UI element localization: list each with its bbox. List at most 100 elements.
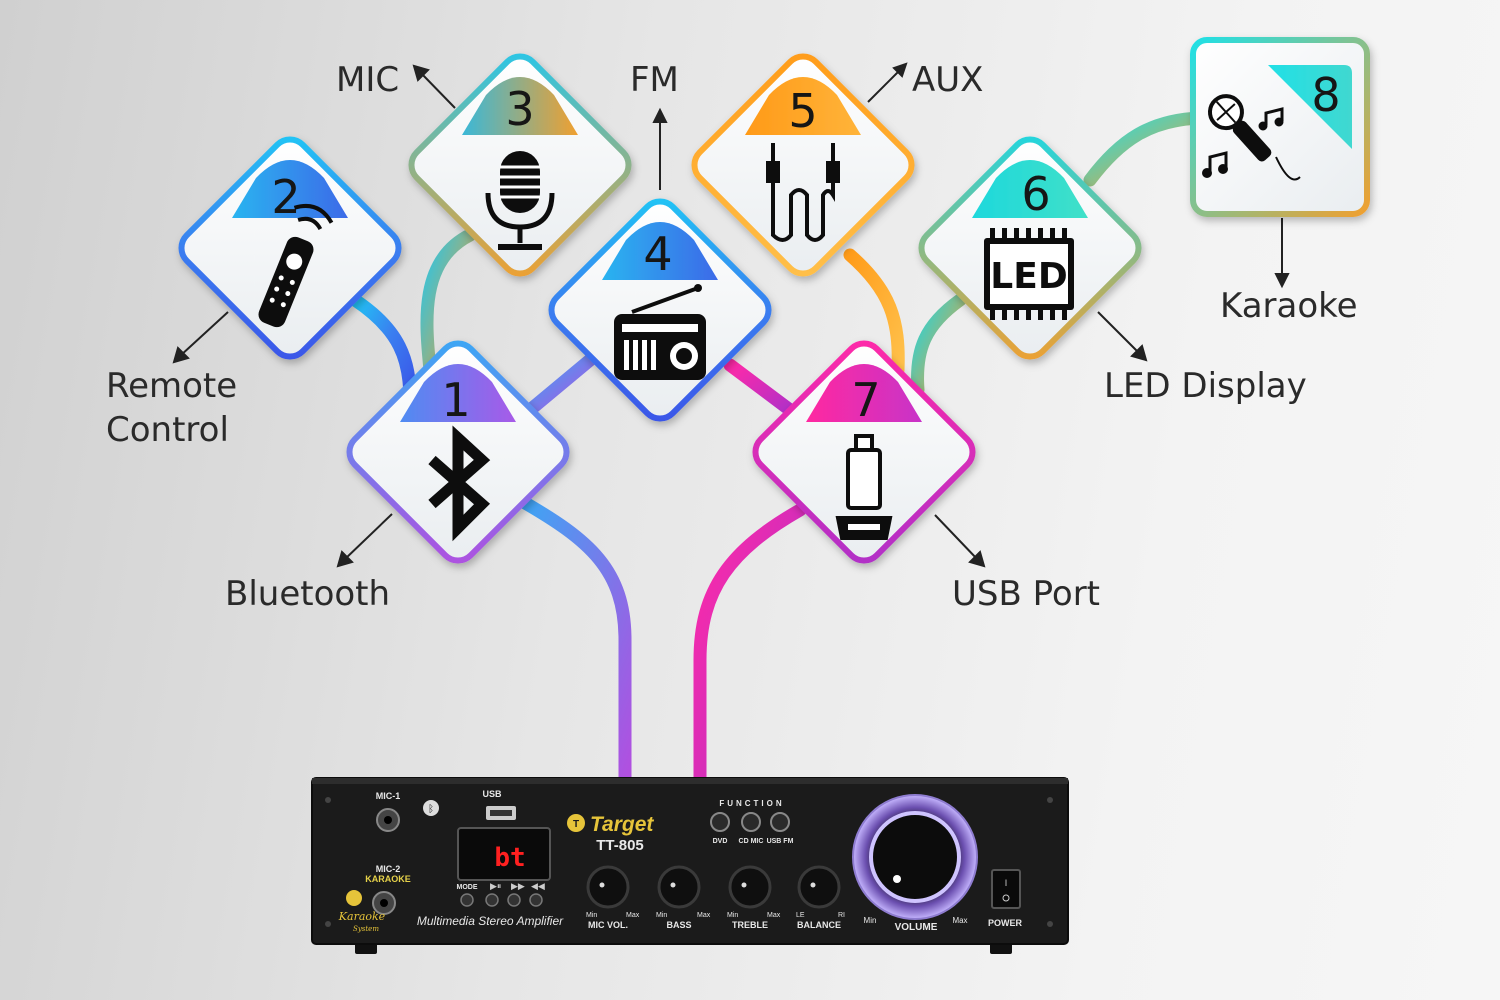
amplifier: MIC-1 MIC-2 KARAOKE Karaoke System ᛒ USB…	[311, 777, 1069, 954]
tile-7-number: 7	[851, 373, 880, 427]
volume-label: VOLUME	[895, 922, 938, 933]
arrowhead-karaoke	[1274, 273, 1290, 289]
feature-tile-3: 3	[408, 53, 632, 277]
mic2-jack-hole	[380, 899, 388, 907]
label-usb-port: USB Port	[952, 574, 1101, 614]
function-button-cd-mic[interactable]	[741, 812, 761, 832]
label-remote-control-line-2: Control	[106, 410, 229, 450]
cable-led	[911, 293, 967, 397]
mic2-label: MIC-2	[376, 864, 401, 874]
arrowhead-mic	[412, 64, 430, 82]
amp-bluetooth-icon	[423, 800, 439, 816]
tile-5-tab	[745, 77, 861, 135]
knob-bass-label: BASS	[666, 920, 691, 930]
power-switch[interactable]	[991, 869, 1021, 909]
arrowhead-bluetooth	[336, 550, 354, 568]
label-bluetooth: Bluetooth	[225, 574, 391, 614]
tile-3-number: 3	[505, 82, 534, 136]
knob-treble-min: Min	[727, 912, 738, 919]
tile-2-tab	[232, 160, 348, 218]
knob-bass-min: Min	[656, 912, 667, 919]
mode-label: MODE	[457, 884, 478, 891]
tile-1-tab	[400, 364, 516, 422]
feature-tile-4: 4	[548, 198, 772, 422]
radio-icon	[614, 284, 706, 380]
function-label-cd-mic: CD MIC	[739, 838, 764, 845]
led-screen-bezel	[457, 827, 551, 881]
remote-control-icon	[258, 203, 334, 328]
knob-bass[interactable]	[657, 865, 701, 909]
tile-4-number: 4	[643, 227, 672, 281]
label-remote-control-line-1: Remote	[106, 366, 238, 406]
prev-button[interactable]	[529, 893, 543, 907]
label-karaoke: Karaoke	[1220, 286, 1358, 326]
function-button-usb-fm[interactable]	[770, 812, 790, 832]
karaoke-logo-line-1: Karaoke	[338, 910, 386, 923]
connector-cables	[348, 111, 1207, 787]
arrowhead-usb	[968, 550, 986, 568]
karaoke-mic-icon	[1202, 94, 1301, 181]
knob-mic-vol-label: MIC VOL.	[588, 920, 628, 930]
karaoke-label: KARAOKE	[365, 874, 411, 884]
tile-1-number: 1	[441, 373, 470, 427]
feature-tile-5: 5	[691, 53, 915, 277]
tile-6-number: 6	[1021, 167, 1050, 221]
cable-bluetooth	[513, 493, 632, 787]
next-button[interactable]	[507, 893, 521, 907]
arrowhead-fm	[652, 107, 668, 123]
play-pause-button[interactable]	[485, 893, 499, 907]
knob-treble[interactable]	[728, 865, 772, 909]
brand-logo: T Target	[567, 813, 654, 836]
function-label-usb-fm: USB FM	[767, 838, 794, 845]
feature-tile-6: 6 LED	[918, 136, 1142, 360]
microphone-icon	[485, 151, 555, 250]
led-icon-text: LED	[990, 256, 1067, 297]
cable-mic	[420, 228, 477, 377]
feature-tile-7: 7	[752, 340, 976, 564]
arrowhead-led	[1130, 344, 1148, 362]
knob-balance-label: BALANCE	[797, 920, 841, 930]
power-label: POWER	[988, 918, 1023, 928]
mode-button[interactable]	[460, 893, 474, 907]
tile-4-tab	[602, 222, 718, 280]
karaoke-system-logo: Karaoke System	[338, 890, 386, 933]
usb-label: USB	[482, 789, 502, 799]
volume-knob[interactable]	[852, 794, 978, 920]
model-number: TT-805	[596, 837, 644, 854]
tile-8-number: 8	[1311, 68, 1340, 122]
brand-name: Target	[590, 813, 654, 836]
amp-top-edge	[312, 778, 1068, 784]
tile-2-number: 2	[271, 170, 300, 224]
label-fm: FM	[630, 60, 679, 100]
tile-3-tab	[462, 77, 578, 135]
knob-balance[interactable]	[797, 865, 841, 909]
cable-aux	[843, 248, 905, 377]
knob-mic-vol[interactable]	[586, 865, 630, 909]
amp-subtitle: Multimedia Stereo Amplifier	[417, 914, 564, 928]
knob-mic-vol-min: Min	[586, 912, 597, 919]
usb-drive-icon	[835, 434, 893, 540]
cable-karaoke	[1083, 111, 1207, 187]
knob-mic-vol-max: Max	[626, 912, 640, 919]
led-display-icon: LED	[984, 228, 1074, 320]
function-label-dvd: DVD	[713, 838, 728, 845]
tile-6-tab	[972, 160, 1088, 218]
karaoke-logo-line-2: System	[353, 925, 379, 933]
tile-8-tab	[1268, 65, 1352, 149]
cable-usb	[693, 503, 807, 787]
cable-bt-fm	[523, 353, 597, 417]
volume-max: Max	[952, 916, 967, 925]
function-button-dvd[interactable]	[710, 812, 730, 832]
cable-fm-usb	[723, 358, 797, 417]
knob-bass-max: Max	[697, 912, 711, 919]
tile-5-card	[691, 53, 915, 277]
label-remote-control: Remote Control	[106, 364, 237, 452]
label-led-display: LED Display	[1104, 366, 1307, 406]
knob-balance-max: RI	[838, 912, 845, 919]
function-label: FUNCTION	[719, 799, 784, 808]
feature-tile-8: 8	[1190, 37, 1370, 217]
amp-bluetooth-glyph: ᛒ	[428, 804, 434, 815]
feature-tile-2: 2	[178, 136, 402, 360]
bluetooth-icon	[428, 425, 491, 542]
mic1-jack-hole	[384, 816, 392, 824]
